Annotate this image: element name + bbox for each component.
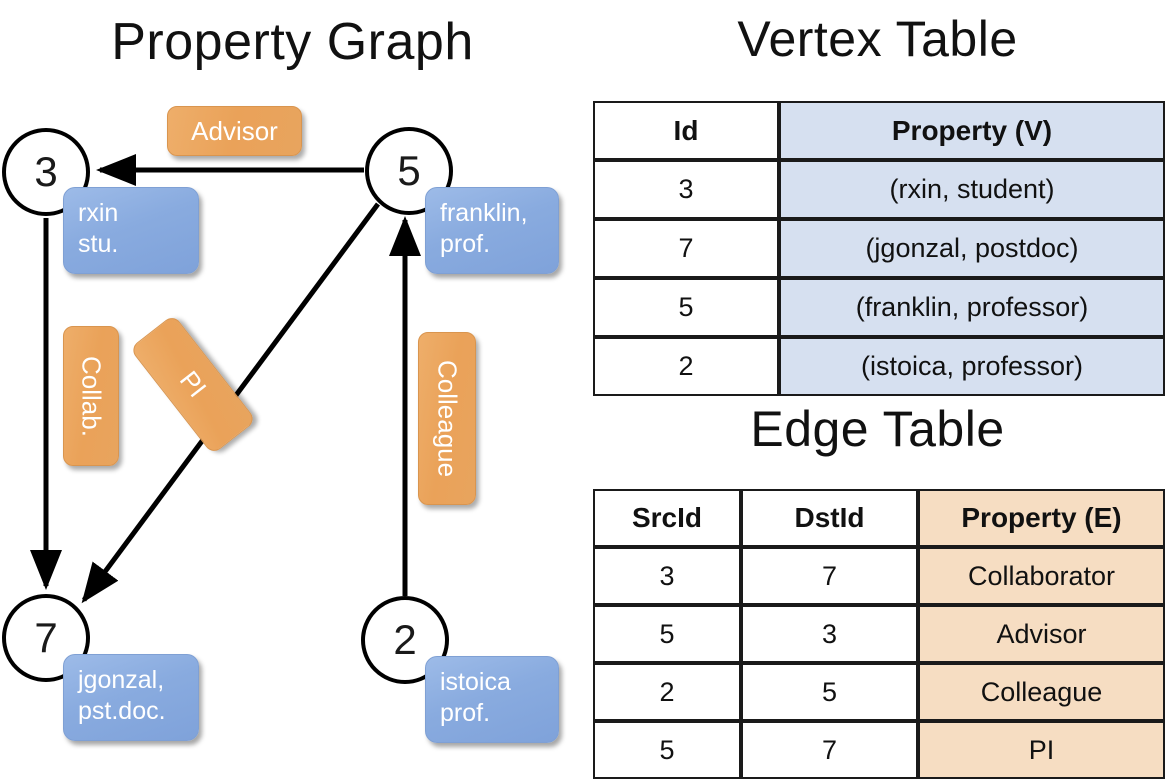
edge-row-2-src: 2 — [593, 663, 741, 721]
graph-node-5-property-box: franklin, prof. — [425, 187, 559, 274]
table-row[interactable]: 5 (franklin, professor) — [593, 278, 1165, 337]
edge-row-0-property: Collaborator — [918, 547, 1165, 605]
graph-node-2-property-box: istoica prof. — [425, 656, 559, 743]
edge-row-1-src: 5 — [593, 605, 741, 663]
vertex-row-0-id: 3 — [593, 160, 779, 219]
graph-node-2-property-line1: istoica — [440, 668, 511, 696]
page-title-edge-table: Edge Table — [750, 401, 1005, 457]
graph-edge-label-collab: Collab. — [63, 326, 119, 466]
vertex-table: Id Property (V) 3 (rxin, student) 7 (jgo… — [593, 101, 1165, 396]
edge-row-2-property: Colleague — [918, 663, 1165, 721]
graph-node-7-property-box: jgonzal, pst.doc. — [63, 654, 199, 741]
page-title-property-graph: Property Graph — [111, 13, 474, 71]
edge-row-1-dst: 3 — [741, 605, 918, 663]
edge-table-header-property: Property (E) — [918, 489, 1165, 547]
property-graph-panel: Property Graph 3 5 7 2 — [0, 0, 585, 760]
vertex-row-3-property: (istoica, professor) — [779, 337, 1165, 396]
table-row[interactable]: 2 5 Colleague — [593, 663, 1165, 721]
graph-node-5-property-line1: franklin, — [440, 199, 528, 227]
table-row[interactable]: 5 3 Advisor — [593, 605, 1165, 663]
vertex-row-0-property: (rxin, student) — [779, 160, 1165, 219]
page-title-vertex-table: Vertex Table — [737, 11, 1018, 67]
vertex-row-2-property: (franklin, professor) — [779, 278, 1165, 337]
graph-edge-label-colleague: Colleague — [418, 332, 476, 505]
edge-table: SrcId DstId Property (E) 3 7 Collaborato… — [593, 489, 1165, 779]
vertex-row-1-id: 7 — [593, 219, 779, 278]
graph-node-5-label: 5 — [397, 147, 421, 194]
graph-node-7-label: 7 — [34, 614, 58, 661]
graph-node-3-property-box: rxin stu. — [63, 187, 199, 274]
edge-table-header-dstid: DstId — [741, 489, 918, 547]
edge-row-0-dst: 7 — [741, 547, 918, 605]
edge-row-1-property: Advisor — [918, 605, 1165, 663]
graph-edge-label-advisor-text: Advisor — [191, 115, 278, 146]
vertex-table-header-id: Id — [593, 101, 779, 160]
graph-node-3-property-line2: stu. — [78, 230, 119, 259]
graph-node-3-property-line1: rxin — [78, 199, 119, 227]
table-row[interactable]: 2 (istoica, professor) — [593, 337, 1165, 396]
vertex-table-header-row: Id Property (V) — [593, 101, 1165, 160]
edge-row-0-src: 3 — [593, 547, 741, 605]
table-row[interactable]: 3 7 Collaborator — [593, 547, 1165, 605]
graph-node-7-property-line2: pst.doc. — [78, 697, 166, 726]
graph-node-3-label: 3 — [34, 148, 58, 195]
edge-table-header-row: SrcId DstId Property (E) — [593, 489, 1165, 547]
graph-node-2-property-line2: prof. — [440, 699, 491, 728]
vertex-row-2-id: 5 — [593, 278, 779, 337]
edge-table-header-srcid: SrcId — [593, 489, 741, 547]
vertex-row-3-id: 2 — [593, 337, 779, 396]
vertex-row-1-property: (jgonzal, postdoc) — [779, 219, 1165, 278]
graph-edge-label-pi-text: PI — [174, 365, 213, 404]
edge-row-3-src: 5 — [593, 721, 741, 779]
graph-node-2[interactable]: 2 — [361, 596, 449, 684]
graph-node-5[interactable]: 5 — [365, 127, 453, 215]
edge-row-3-dst: 7 — [741, 721, 918, 779]
graph-node-7-property-line1: jgonzal, — [78, 666, 165, 694]
table-row[interactable]: 5 7 PI — [593, 721, 1165, 779]
vertex-table-header-property: Property (V) — [779, 101, 1165, 160]
table-row[interactable]: 3 (rxin, student) — [593, 160, 1165, 219]
table-row[interactable]: 7 (jgonzal, postdoc) — [593, 219, 1165, 278]
graph-node-2-label: 2 — [393, 616, 417, 663]
edge-row-3-property: PI — [918, 721, 1165, 779]
graph-edge-label-colleague-text: Colleague — [432, 359, 463, 478]
graph-edge-label-collab-text: Collab. — [76, 355, 107, 437]
edge-row-2-dst: 5 — [741, 663, 918, 721]
graph-node-5-property-line2: prof. — [440, 230, 491, 259]
graph-edge-label-advisor: Advisor — [167, 106, 302, 156]
